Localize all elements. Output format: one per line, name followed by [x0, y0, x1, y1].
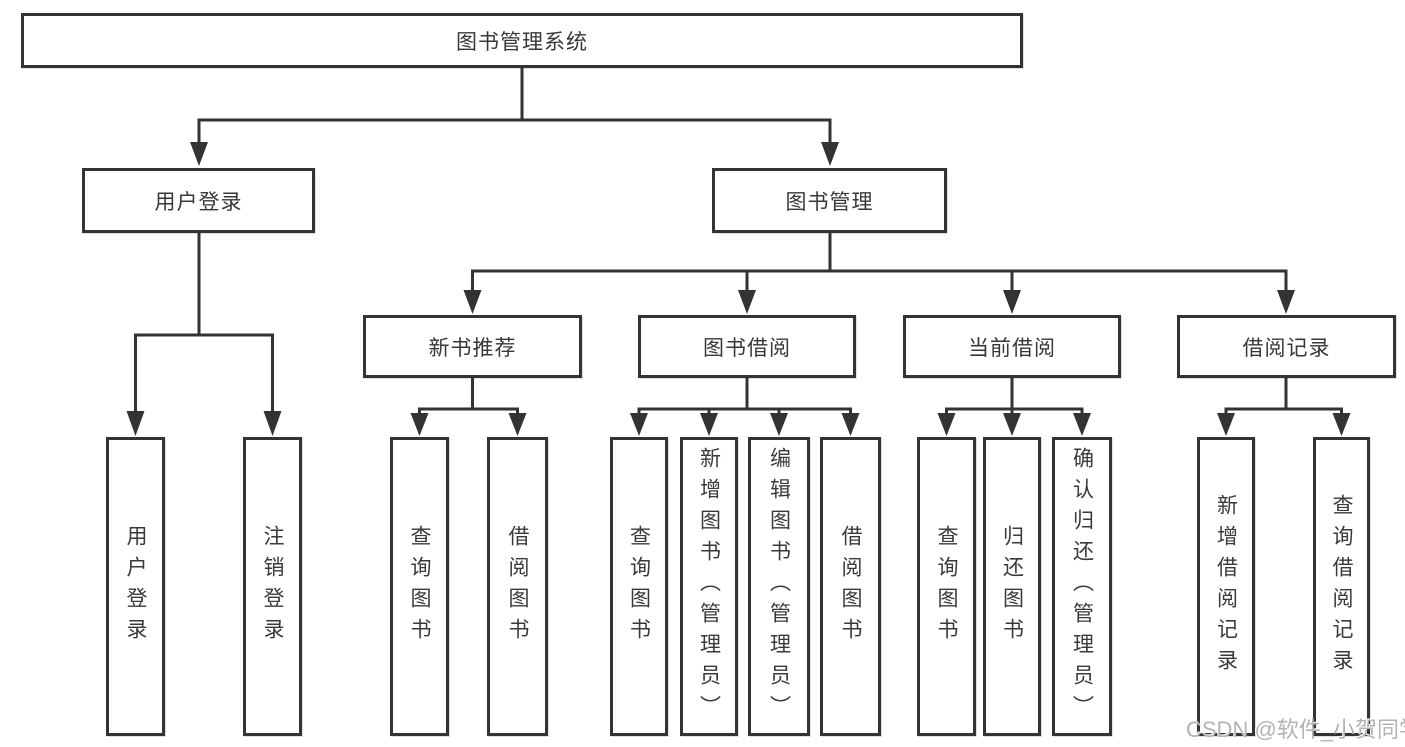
node-user-login-label: 用户登录	[154, 190, 243, 214]
leaf-user-login-label: 用户登录	[124, 524, 147, 649]
leaf-borrow-query-books: 查询图书	[610, 437, 668, 736]
leaf-records-add-record: 新增借阅记录	[1197, 437, 1255, 736]
node-root-label: 图书管理系统	[456, 30, 588, 54]
leaf-borrow-add-book-admin: 新增图书（管理员）	[680, 437, 738, 736]
leaf-newrec-borrow-books-label: 借阅图书	[506, 524, 529, 649]
node-book-management-label: 图书管理	[785, 190, 874, 214]
leaf-borrow-add-book-admin-label: 新增图书（管理员）	[697, 447, 721, 726]
leaf-records-add-record-label: 新增借阅记录	[1214, 493, 1238, 680]
leaf-borrow-query-books-label: 查询图书	[627, 524, 651, 649]
node-root: 图书管理系统	[21, 13, 1023, 68]
leaf-borrow-borrow-books-label: 借阅图书	[839, 524, 862, 649]
leaf-records-query-record: 查询借阅记录	[1313, 437, 1370, 736]
leaf-current-query-books-label: 查询图书	[935, 524, 958, 649]
node-current-borrow: 当前借阅	[903, 315, 1121, 378]
leaf-newrec-query-books-label: 查询图书	[408, 524, 431, 649]
leaf-current-return-books: 归还图书	[983, 437, 1041, 736]
leaf-borrow-edit-book-admin-label: 编辑图书（管理员）	[767, 447, 791, 726]
leaf-current-confirm-return-admin: 确认归还（管理员）	[1052, 437, 1112, 736]
csdn-watermark: CSDN @软件_小贺同学	[1186, 717, 1405, 742]
node-borrow-records-label: 借阅记录	[1242, 336, 1331, 360]
leaf-borrow-borrow-books: 借阅图书	[820, 437, 881, 736]
node-new-book-recommend-label: 新书推荐	[428, 336, 517, 360]
node-borrow-records: 借阅记录	[1177, 315, 1396, 378]
node-current-borrow-label: 当前借阅	[968, 336, 1056, 360]
leaf-logout-login: 注销登录	[243, 437, 302, 736]
node-book-borrow: 图书借阅	[638, 315, 856, 378]
leaf-records-query-record-label: 查询借阅记录	[1330, 493, 1353, 680]
node-new-book-recommend: 新书推荐	[363, 315, 582, 378]
leaf-newrec-borrow-books: 借阅图书	[487, 437, 548, 736]
node-book-management: 图书管理	[712, 168, 947, 233]
leaf-current-return-books-label: 归还图书	[1000, 524, 1024, 649]
leaf-user-login: 用户登录	[106, 437, 165, 736]
node-book-borrow-label: 图书借阅	[703, 336, 791, 360]
leaf-newrec-query-books: 查询图书	[390, 437, 449, 736]
leaf-current-query-books: 查询图书	[917, 437, 976, 736]
leaf-current-confirm-return-admin-label: 确认归还（管理员）	[1070, 447, 1094, 726]
leaf-borrow-edit-book-admin: 编辑图书（管理员）	[748, 437, 810, 736]
arrowheads	[126, 142, 1351, 436]
node-user-login: 用户登录	[82, 168, 315, 233]
leaf-logout-login-label: 注销登录	[261, 524, 284, 649]
